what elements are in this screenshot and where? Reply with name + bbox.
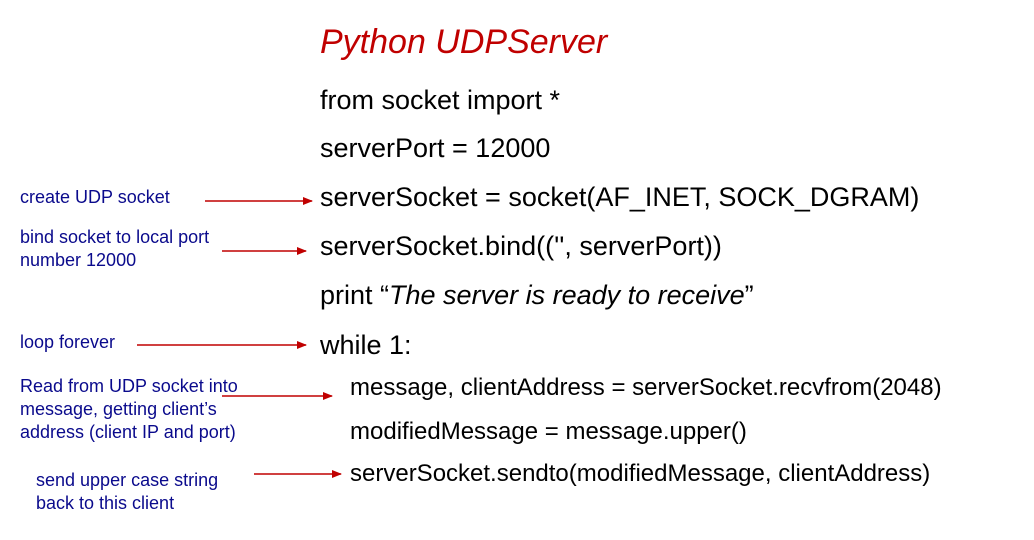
annotation-line: create UDP socket xyxy=(20,187,170,207)
annotation-line: address (client IP and port) xyxy=(20,422,236,442)
print-keyword: print “ xyxy=(320,280,390,310)
print-message: The server is ready to receive xyxy=(389,280,745,310)
code-line-import: from socket import * xyxy=(320,85,561,115)
annotation-line: message, getting client’s xyxy=(20,399,217,419)
code-line-print: print “The server is ready to receive” xyxy=(320,279,754,311)
code-line-bind: serverSocket.bind(('', serverPort)) xyxy=(320,231,722,261)
annotation-bind-socket: bind socket to local port number 12000 xyxy=(20,226,209,272)
slide-title: Python UDPServer xyxy=(320,23,608,61)
code-line-sendto: serverSocket.sendto(modifiedMessage, cli… xyxy=(350,460,931,487)
annotation-loop: loop forever xyxy=(20,331,115,354)
annotation-line: loop forever xyxy=(20,332,116,352)
code-line-upper: modifiedMessage = message.upper() xyxy=(350,418,747,445)
annotation-line: Read from UDP socket into xyxy=(20,376,238,396)
code-line-create-socket: serverSocket = socket(AF_INET, SOCK_DGRA… xyxy=(320,182,920,212)
annotation-line: back to this client xyxy=(36,493,175,513)
annotation-line: number 12000 xyxy=(20,250,137,270)
annotation-create-socket: create UDP socket xyxy=(20,186,170,209)
annotation-line: send upper case string xyxy=(36,470,219,490)
code-line-while: while 1: xyxy=(320,330,412,360)
annotation-send: send upper case string back to this clie… xyxy=(36,469,218,515)
annotation-line: bind socket to local port xyxy=(20,227,210,247)
annotation-read: Read from UDP socket into message, getti… xyxy=(20,375,238,444)
print-close-quote: ” xyxy=(744,280,754,310)
code-line-recvfrom: message, clientAddress = serverSocket.re… xyxy=(350,374,942,401)
code-line-server-port: serverPort = 12000 xyxy=(320,133,551,163)
